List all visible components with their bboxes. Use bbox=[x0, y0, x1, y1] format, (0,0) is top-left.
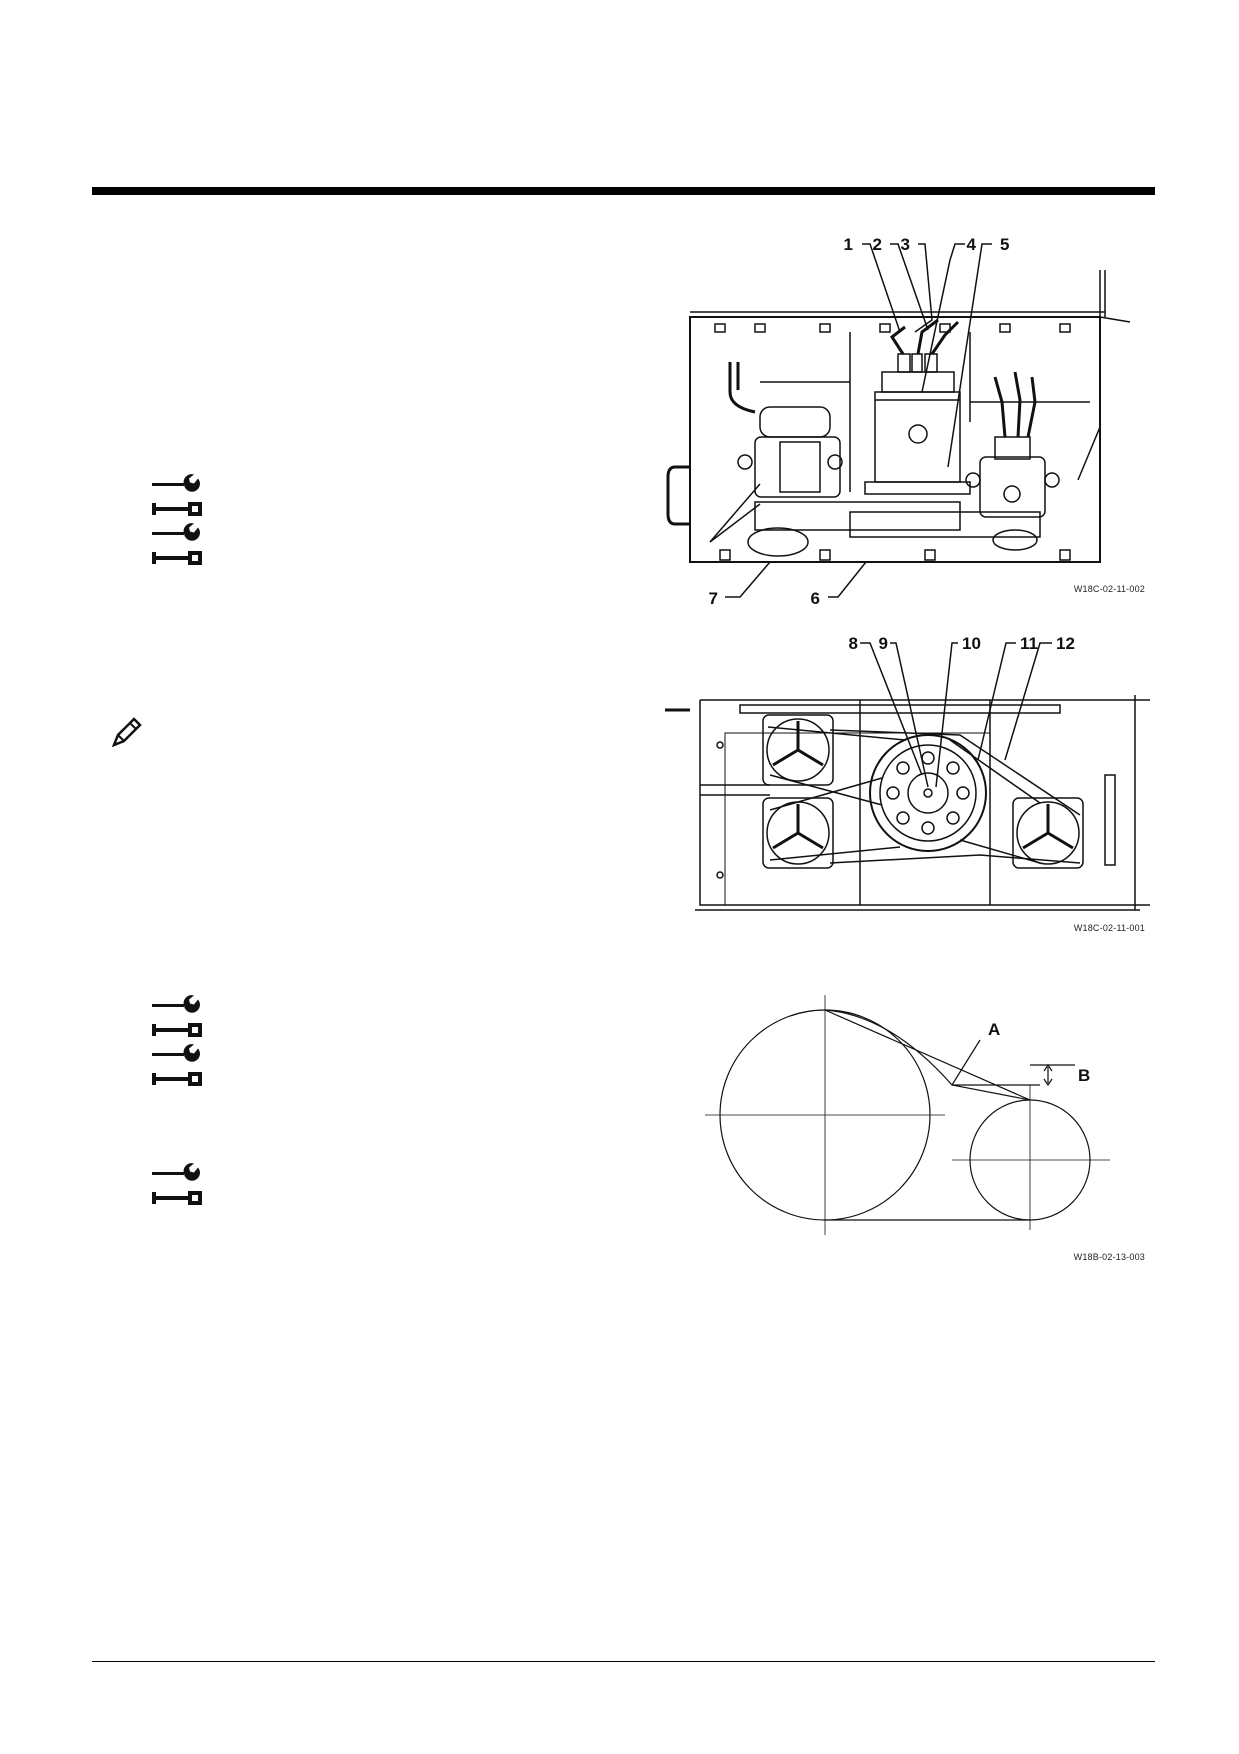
callout-7: 7 bbox=[709, 589, 718, 608]
callout-a: A bbox=[988, 1020, 1000, 1039]
callout-b: B bbox=[1078, 1066, 1090, 1085]
figure-id: W18C-02-11-002 bbox=[1074, 584, 1145, 594]
torque-wrench-icon bbox=[152, 1191, 202, 1205]
header-rule bbox=[92, 187, 1155, 195]
callout-9: 9 bbox=[879, 635, 888, 653]
wrench-icon bbox=[152, 523, 200, 541]
callout-1: 1 bbox=[844, 235, 853, 254]
callout-8: 8 bbox=[849, 635, 858, 653]
callout-3: 3 bbox=[901, 235, 910, 254]
torque-wrench-icon bbox=[152, 1023, 202, 1037]
figure-id: W18B-02-13-003 bbox=[1074, 1252, 1145, 1262]
callout-10: 10 bbox=[962, 635, 981, 653]
callout-6: 6 bbox=[811, 589, 820, 608]
torque-wrench-icon bbox=[152, 502, 202, 516]
callout-11: 11 bbox=[1020, 635, 1038, 653]
wrench-icon bbox=[152, 1044, 200, 1062]
wrench-icon bbox=[152, 474, 200, 492]
figure-compressor-front: 1 2 3 4 5 6 7 W18C-02-11-002 bbox=[666, 235, 1145, 608]
pencil-note-icon bbox=[111, 717, 142, 748]
torque-wrench-icon bbox=[152, 1072, 202, 1086]
callout-12: 12 bbox=[1056, 635, 1075, 653]
figure-belt-deflection: A B W18B-02-13-003 bbox=[705, 995, 1145, 1262]
callout-5: 5 bbox=[1000, 235, 1009, 254]
figure-id: W18C-02-11-001 bbox=[1074, 923, 1145, 933]
wrench-icon bbox=[152, 1163, 200, 1181]
torque-wrench-icon bbox=[152, 551, 202, 565]
figure-belt-layout: 8 9 10 11 12 W18C-02-11-001 bbox=[665, 635, 1150, 933]
wrench-icon bbox=[152, 995, 200, 1013]
callout-4: 4 bbox=[967, 235, 977, 254]
callout-2: 2 bbox=[873, 235, 882, 254]
footer-rule bbox=[92, 1661, 1155, 1662]
